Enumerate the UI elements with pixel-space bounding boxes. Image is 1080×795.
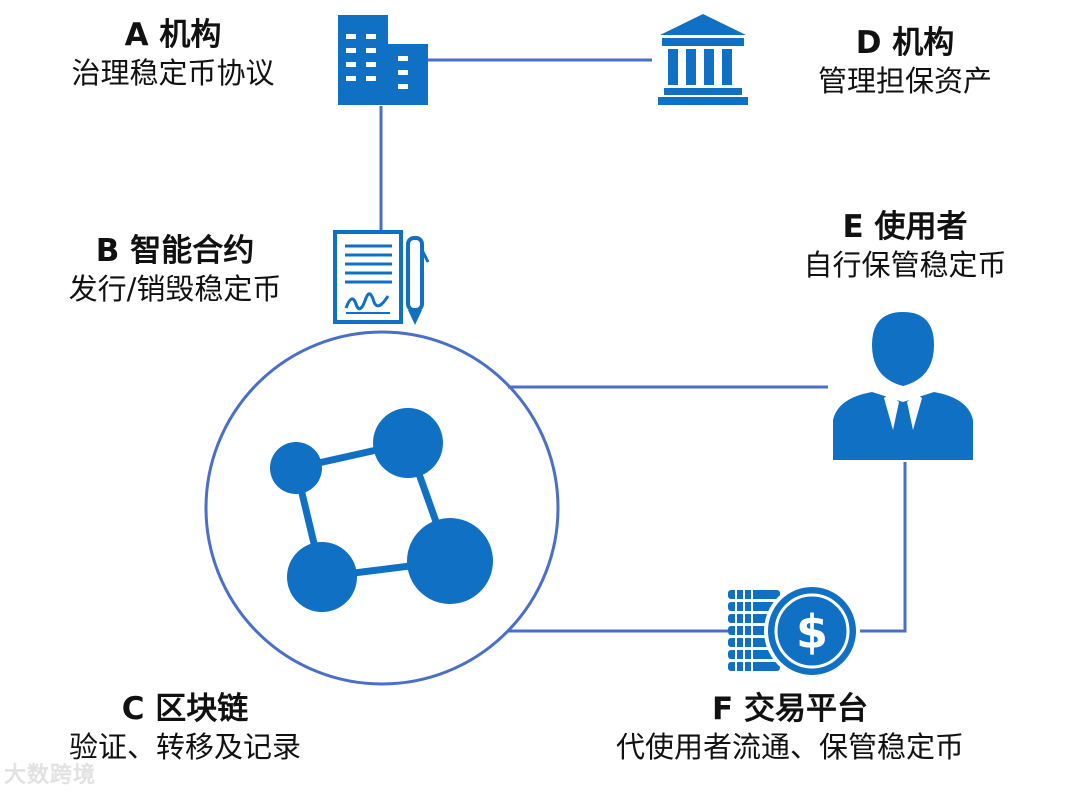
node-a-title: A 机构 [124,17,222,53]
blockchain-circle [204,330,560,686]
contract-document-icon [333,230,430,325]
node-c-title: C 区块链 [121,691,249,727]
node-d-label: D 机构 管理担保资产 [770,24,1040,99]
node-f-label: F 交易平台 代使用者流通、保管稳定币 [560,690,1020,765]
blockchain-network-icon [270,408,493,612]
connectors [204,58,907,686]
user-icon [833,312,973,460]
node-f-title: F 交易平台 [712,691,868,727]
node-a-subtitle: 治理稳定币协议 [71,55,275,90]
network-node [407,518,493,604]
node-a-label: A 机构 治理稳定币协议 [38,16,308,91]
connector-e-f [855,462,907,633]
network-node [270,442,322,494]
network-node [287,542,357,612]
node-d-title: D 机构 [855,25,955,61]
node-e-label: E 使用者 自行保管稳定币 [760,208,1050,283]
node-c-label: C 区块链 验证、转移及记录 [30,690,340,765]
node-e-subtitle: 自行保管稳定币 [803,247,1007,282]
pen-icon [406,236,430,325]
bank-icon [658,14,748,105]
node-b-subtitle: 发行/销毁稳定币 [68,271,282,306]
coins-dollar-icon: $ [728,583,860,679]
node-b-label: B 智能合约 发行/销毁稳定币 [30,232,320,307]
office-building-icon [338,15,428,105]
node-c-subtitle: 验证、转移及记录 [68,729,301,764]
node-b-title: B 智能合约 [95,233,255,269]
svg-text:$: $ [796,605,828,659]
watermark: 大数跨境 [4,763,97,788]
network-node [373,408,443,478]
node-d-subtitle: 管理担保资产 [817,63,992,98]
node-f-subtitle: 代使用者流通、保管稳定币 [615,729,964,764]
node-e-title: E 使用者 [842,209,968,245]
